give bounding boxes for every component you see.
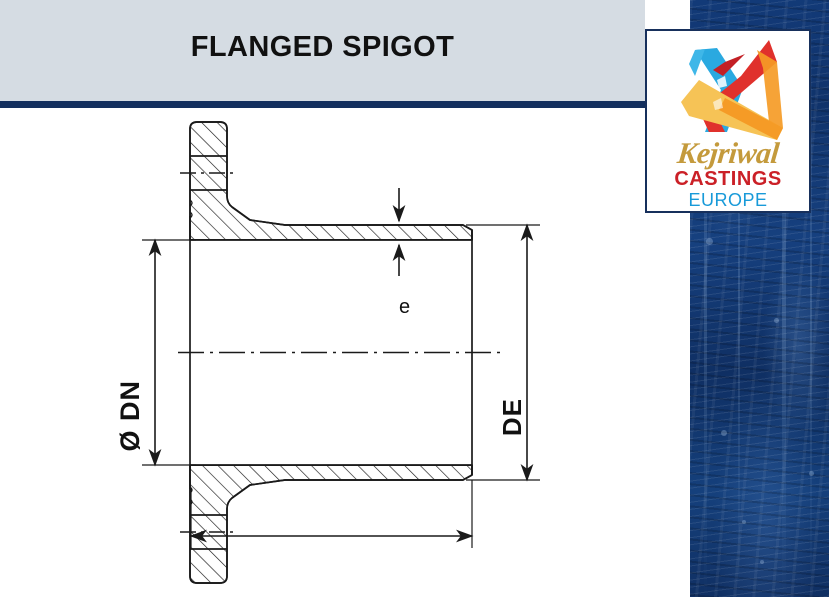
logo-castings-text: CASTINGS [674,168,782,190]
header-accent-rule [0,101,645,108]
dimension-label-e: e [399,296,411,318]
dimension-dn [142,238,196,467]
logo-brand-text: Kejriwal [675,137,781,170]
kejriwal-ribbon-k-mark-icon [681,40,783,140]
logo-europe-text: EUROPE [688,190,768,210]
dimension-label-de: DE [497,398,527,437]
page-title: FLANGED SPIGOT [190,31,455,63]
slide-header-band [0,0,645,101]
company-logo: Kejriwal CASTINGS EUROPE [645,29,811,213]
technical-drawing: e Ø DN DE L [0,108,645,597]
dimension-label-dn: Ø DN [115,380,145,452]
dimension-l [189,480,474,548]
flanged-spigot-drawing-svg [142,121,540,584]
dimension-de [466,223,540,482]
